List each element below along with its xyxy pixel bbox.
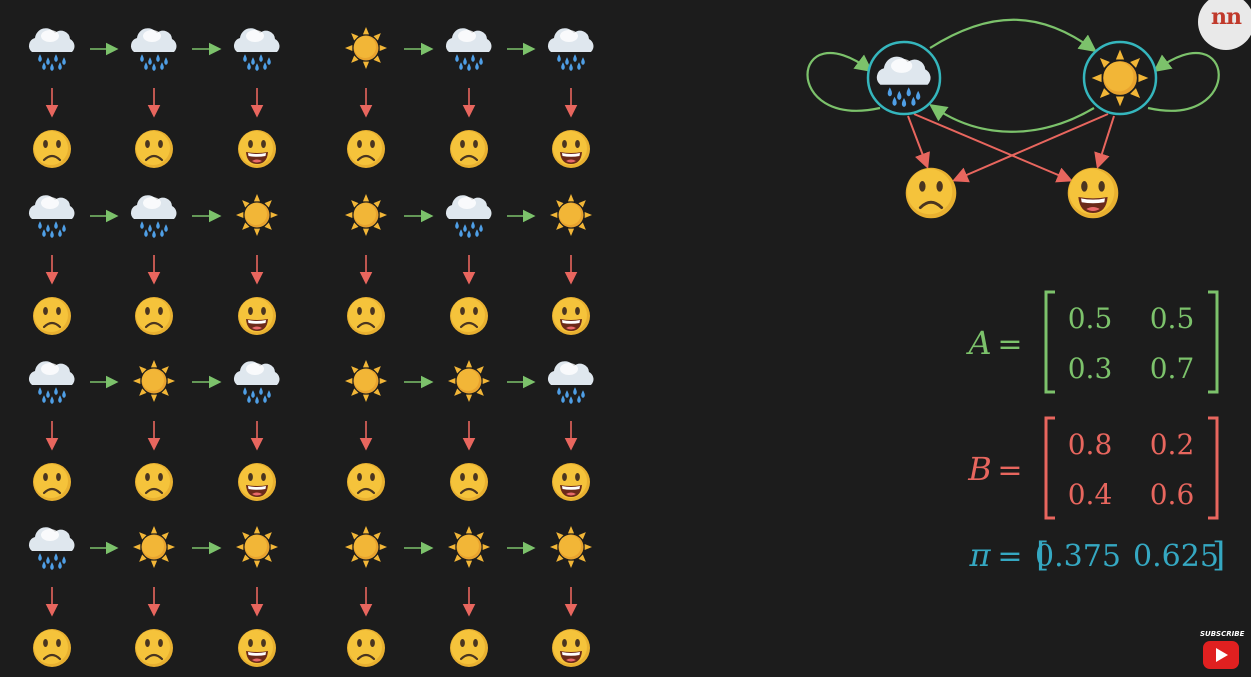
frowning-face-icon	[450, 629, 488, 667]
matrix-A-cell: 0.5	[1068, 302, 1113, 335]
frowning-face-icon	[347, 463, 385, 501]
frowning-face-icon	[33, 629, 71, 667]
frowning-face-icon	[135, 130, 173, 168]
matrix-B-cell: 0.8	[1068, 428, 1113, 461]
rain-cloud-icon	[445, 28, 492, 71]
rain-cloud-icon	[547, 28, 594, 71]
matrix-B-right-bracket	[1208, 416, 1219, 520]
sun-icon	[236, 194, 278, 236]
frowning-face-icon	[450, 130, 488, 168]
grinning-face-icon	[552, 463, 590, 501]
matrix-B-cell: 0.2	[1150, 428, 1195, 461]
state-diagram	[806, 18, 1220, 219]
frowning-face-icon	[347, 629, 385, 667]
grinning-face-icon	[1067, 167, 1119, 219]
matrix-B-label: B	[967, 450, 992, 488]
sun-icon	[550, 526, 592, 568]
subscribe-label: SUBSCRIBE	[1200, 630, 1245, 638]
frowning-face-icon	[347, 130, 385, 168]
pi-left-bracket: [	[1036, 535, 1049, 575]
matrix-A-equals: =	[997, 327, 1022, 362]
pi-label: π	[968, 536, 991, 574]
pi-right-bracket: ]	[1212, 535, 1225, 575]
frowning-face-icon	[135, 463, 173, 501]
transition-sun-to-rain	[929, 103, 1095, 133]
emission-sun-happy	[1094, 115, 1115, 170]
matrix-A-left-bracket	[1044, 290, 1055, 394]
emission-sun-sad	[952, 113, 1109, 183]
play-icon	[1216, 648, 1228, 662]
matrix-B-cell: 0.4	[1068, 478, 1113, 511]
emission-rain-sad	[907, 115, 930, 169]
frowning-face-icon	[33, 130, 71, 168]
sun-icon	[345, 27, 387, 69]
grinning-face-icon	[238, 463, 276, 501]
sun-icon	[448, 360, 490, 402]
grinning-face-icon	[238, 297, 276, 335]
channel-logo[interactable]: nn	[1198, 0, 1251, 50]
matrix-A-cell: 0.5	[1150, 302, 1195, 335]
sun-icon	[345, 360, 387, 402]
sequence-grid	[28, 27, 594, 667]
matrix-A: A= 0.5 0.5 0.3 0.7	[965, 290, 1219, 394]
grinning-face-icon	[238, 629, 276, 667]
rain-cloud-icon	[233, 361, 280, 404]
rain-cloud-icon	[130, 195, 177, 238]
matrix-A-cell: 0.3	[1068, 352, 1113, 385]
matrix-A-right-bracket	[1208, 290, 1219, 394]
rain-cloud-icon	[130, 28, 177, 71]
initial-distribution-pi: π= [0.375 0.625]	[968, 535, 1225, 575]
sun-icon	[345, 526, 387, 568]
sun-icon	[133, 526, 175, 568]
frowning-face-icon	[135, 297, 173, 335]
rain-cloud-icon	[445, 195, 492, 238]
grinning-face-icon	[552, 297, 590, 335]
rain-cloud-icon	[28, 527, 75, 570]
frowning-face-icon	[33, 463, 71, 501]
matrix-B-cell: 0.6	[1150, 478, 1195, 511]
sun-icon	[448, 526, 490, 568]
sun-icon	[236, 526, 278, 568]
sun-icon	[550, 194, 592, 236]
frowning-face-icon	[450, 297, 488, 335]
pi-equals: =	[997, 539, 1022, 574]
sun-icon	[1091, 49, 1149, 107]
pi-value: 0.625	[1133, 539, 1219, 574]
rain-cloud-icon	[28, 361, 75, 404]
grinning-face-icon	[238, 130, 276, 168]
frowning-face-icon	[33, 297, 71, 335]
sun-icon	[345, 194, 387, 236]
emission-rain-happy	[913, 113, 1073, 183]
matrix-A-label: A	[965, 324, 991, 362]
rain-cloud-icon	[28, 28, 75, 71]
sun-icon	[133, 360, 175, 402]
self-loop-sun	[1147, 52, 1220, 112]
rain-cloud-icon	[28, 195, 75, 238]
matrix-B-left-bracket	[1044, 416, 1055, 520]
frowning-face-icon	[905, 167, 957, 219]
matrix-A-cell: 0.7	[1150, 352, 1195, 385]
subscribe-button[interactable]: SUBSCRIBE	[1200, 630, 1244, 674]
channel-logo-text: nn	[1211, 4, 1242, 30]
grinning-face-icon	[552, 629, 590, 667]
rain-cloud-icon	[876, 56, 931, 108]
frowning-face-icon	[450, 463, 488, 501]
self-loop-rain	[806, 52, 881, 112]
frowning-face-icon	[135, 629, 173, 667]
matrix-B: B= 0.8 0.2 0.4 0.6	[967, 416, 1219, 520]
rain-cloud-icon	[233, 28, 280, 71]
frowning-face-icon	[347, 297, 385, 335]
grinning-face-icon	[552, 130, 590, 168]
pi-value: 0.375	[1035, 539, 1121, 574]
matrix-B-equals: =	[997, 453, 1022, 488]
transition-rain-to-sun	[929, 18, 1097, 53]
youtube-button-icon	[1203, 641, 1239, 669]
rain-cloud-icon	[547, 361, 594, 404]
